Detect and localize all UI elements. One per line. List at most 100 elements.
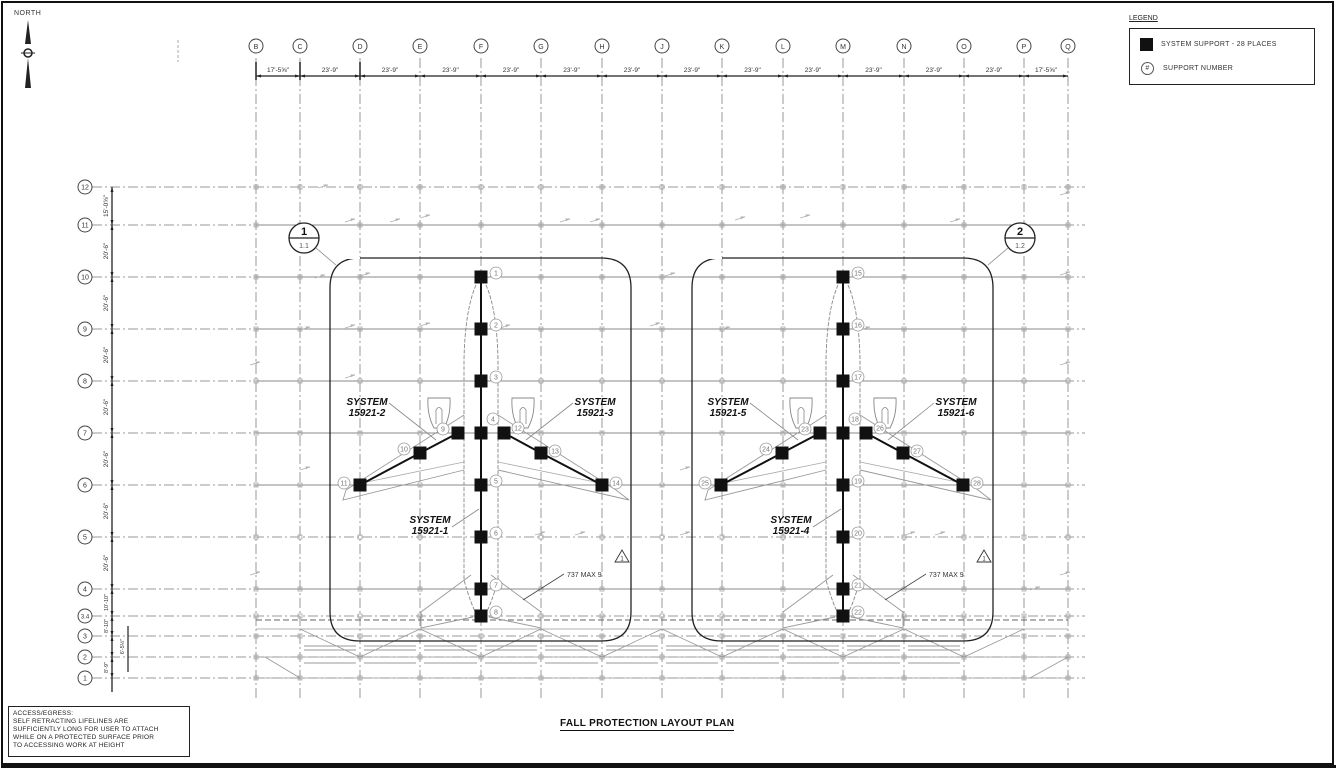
svg-text:28: 28 — [973, 481, 981, 488]
svg-text:14: 14 — [612, 481, 620, 488]
support-number-bubble — [548, 444, 562, 458]
support-square-icon — [474, 530, 488, 544]
column-dimension-text: 23'-9" — [744, 67, 761, 74]
legend-item-label: SUPPORT NUMBER — [1163, 65, 1234, 72]
support-number-bubble — [436, 422, 450, 436]
row-dimension-text: 20'-6" — [103, 502, 110, 519]
annotation-arrow-icon — [299, 326, 311, 331]
system-support-26: 26 — [859, 421, 887, 440]
lifeline-segment — [720, 452, 783, 486]
annotation-arrow-icon — [419, 214, 431, 219]
annotation-arrow-icon — [559, 218, 571, 223]
system-support-15: 15 — [836, 266, 865, 284]
annotation-arrow-icon — [799, 214, 811, 219]
annotation-arrow-icon — [949, 218, 961, 223]
support-square-icon — [474, 270, 488, 284]
column-grid-bubble-F: F — [473, 38, 489, 54]
annotation-arrow-icon — [344, 324, 356, 329]
svg-text:1.2: 1.2 — [1015, 243, 1025, 250]
support-number-bubble — [511, 421, 525, 435]
support-square-icon — [474, 582, 488, 596]
svg-text:15921-3: 15921-3 — [577, 408, 614, 419]
annotation-arrow-icon — [344, 374, 356, 379]
column-grid-bubble-N: N — [896, 38, 912, 54]
annotation-arrow-icon — [1059, 271, 1071, 276]
row-grid-bubble-9: 9 — [77, 321, 93, 337]
support-number-bubble — [910, 444, 924, 458]
row-grid-bubble-2: 2 — [77, 649, 93, 665]
legend-item-label: SYSTEM SUPPORT - 28 PLACES — [1161, 41, 1277, 48]
column-dimension-text: 23'-9" — [322, 67, 339, 74]
support-square-icon — [813, 426, 827, 440]
support-square-icon — [836, 609, 850, 623]
svg-text:M: M — [840, 44, 846, 51]
svg-text:C: C — [297, 44, 302, 51]
column-dimension-text: 23'-9" — [986, 67, 1003, 74]
svg-text:22: 22 — [854, 610, 862, 617]
support-number-bubble — [851, 474, 865, 488]
annotation-arrow-icon — [1029, 586, 1041, 591]
label-layer: 11.121.2SYSTEM15921-1SYSTEM15921-2SYSTEM… — [288, 222, 1036, 601]
support-number-bubble — [851, 605, 865, 619]
support-square-icon — [353, 478, 367, 492]
svg-text:O: O — [961, 44, 967, 51]
annotation-arrow-icon — [589, 218, 601, 223]
annotation-arrow-icon — [649, 322, 661, 327]
svg-text:15: 15 — [854, 271, 862, 278]
column-dimension-text: 23'-9" — [563, 67, 580, 74]
support-square-icon — [474, 478, 488, 492]
support-square-icon — [474, 609, 488, 623]
support-number-bubble — [759, 442, 773, 456]
system-support-5: 5 — [474, 474, 503, 492]
svg-text:P: P — [1022, 44, 1027, 51]
row-dimension-text: 10'-10" — [104, 594, 110, 611]
svg-text:26: 26 — [876, 426, 884, 433]
column-grid-bubble-G: G — [533, 38, 549, 54]
svg-text:10: 10 — [81, 275, 89, 282]
svg-text:2: 2 — [83, 655, 87, 662]
note-line: WHILE ON A PROTECTED SURFACE PRIOR — [13, 734, 155, 741]
svg-text:16: 16 — [854, 323, 862, 330]
row-grid-bubble-3-4: 3.4 — [77, 608, 93, 624]
legend-item-support-number: # SUPPORT NUMBER — [1140, 62, 1233, 75]
row-grid-bubble-7: 7 — [77, 425, 93, 441]
support-square-icon — [836, 270, 850, 284]
system-support-13: 13 — [534, 444, 562, 460]
lifeline-segment — [540, 452, 603, 486]
support-number-bubble — [489, 266, 503, 280]
svg-text:20: 20 — [854, 531, 862, 538]
svg-text:SYSTEM: SYSTEM — [935, 397, 977, 408]
support-number-bubble — [489, 605, 503, 619]
revision-triangle-icon: 1 — [614, 549, 630, 563]
svg-text:27: 27 — [913, 449, 921, 456]
system-support-6: 6 — [474, 526, 503, 544]
row-grid-bubble-6: 6 — [77, 477, 93, 493]
column-dimension-text: 23'-9" — [865, 67, 882, 74]
support-number-bubble — [851, 578, 865, 592]
column-grid-bubble-P: P — [1016, 38, 1032, 54]
svg-text:1: 1 — [982, 557, 986, 563]
svg-text:18: 18 — [851, 417, 859, 424]
svg-text:G: G — [538, 44, 543, 51]
legend-title: LEGEND — [1129, 15, 1158, 22]
support-number-bubble — [970, 476, 984, 490]
annotation-arrow-icon — [574, 531, 586, 536]
system-support-21: 21 — [836, 578, 865, 596]
annotation-arrow-icon — [419, 322, 431, 327]
column-grid-bubble-M: M — [835, 38, 851, 54]
svg-text:Q: Q — [1065, 44, 1071, 51]
support-number-bubble — [798, 422, 812, 436]
row-dimension-text: 6'-5½" — [119, 639, 126, 655]
annotation-arrow-icon — [1059, 571, 1071, 576]
bay-outline — [329, 257, 632, 642]
svg-text:24: 24 — [762, 447, 770, 454]
svg-text:6: 6 — [494, 531, 498, 538]
svg-text:1: 1 — [494, 271, 498, 278]
support-square-icon — [836, 478, 850, 492]
system-support-3: 3 — [474, 370, 503, 388]
row-grid-bubble-8: 8 — [77, 373, 93, 389]
